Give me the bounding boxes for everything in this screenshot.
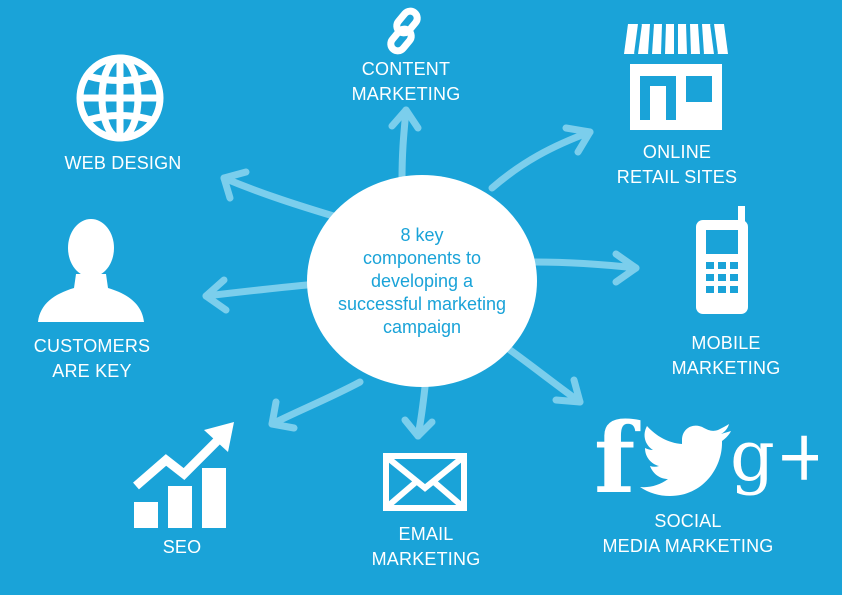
- label-email-marketing-line1: EMAIL: [398, 524, 454, 544]
- label-social-media: SOCIAL MEDIA MARKETING: [588, 509, 788, 559]
- arrow-content-marketing: [388, 106, 422, 184]
- social-logos-icon: f g+: [594, 410, 818, 502]
- mobile-phone-icon: [696, 206, 748, 314]
- label-online-retail: ONLINE RETAIL SITES: [602, 140, 752, 190]
- center-circle: 8 key components to developing a success…: [307, 175, 537, 387]
- label-content-marketing-line2: MARKETING: [351, 84, 461, 104]
- envelope-icon: [383, 453, 467, 511]
- center-title: 8 key components to developing a success…: [337, 224, 507, 337]
- arrow-customers: [202, 276, 311, 314]
- label-email-marketing: EMAIL MARKETING: [356, 522, 496, 572]
- label-customers-line2: ARE KEY: [52, 361, 132, 381]
- label-mobile-marketing-line1: MOBILE: [691, 333, 761, 353]
- facebook-icon: f: [594, 410, 641, 502]
- label-online-retail-line1: ONLINE: [642, 142, 712, 162]
- label-seo: SEO: [142, 535, 222, 560]
- arrow-social-media: [506, 346, 584, 406]
- link-icon: [387, 7, 421, 55]
- label-content-marketing-line1: CONTENT: [361, 59, 451, 79]
- twitter-bird-icon: [640, 424, 731, 496]
- person-icon: [38, 219, 144, 322]
- storefront-icon: [624, 23, 728, 130]
- arrow-mobile-marketing: [531, 250, 640, 286]
- arrow-seo: [268, 378, 364, 432]
- label-seo-line1: SEO: [162, 537, 202, 557]
- google-plus-icon: g+: [730, 415, 818, 497]
- globe-icon: [76, 54, 164, 142]
- label-web-design-line1: WEB DESIGN: [64, 153, 182, 173]
- label-customers-line1: CUSTOMERS: [33, 336, 151, 356]
- label-online-retail-line2: RETAIL SITES: [616, 167, 738, 187]
- label-mobile-marketing-line2: MARKETING: [671, 358, 781, 378]
- label-email-marketing-line2: MARKETING: [371, 549, 481, 569]
- label-mobile-marketing: MOBILE MARKETING: [656, 331, 796, 381]
- arrow-web-design: [220, 168, 344, 222]
- label-content-marketing: CONTENT MARKETING: [336, 57, 476, 107]
- arrow-online-retail: [488, 124, 594, 192]
- label-customers: CUSTOMERS ARE KEY: [22, 334, 162, 384]
- label-social-media-line2: MEDIA MARKETING: [602, 536, 774, 556]
- label-social-media-line1: SOCIAL: [654, 511, 722, 531]
- label-web-design: WEB DESIGN: [48, 151, 198, 176]
- growth-chart-icon: [133, 422, 234, 528]
- arrow-email-marketing: [401, 383, 436, 440]
